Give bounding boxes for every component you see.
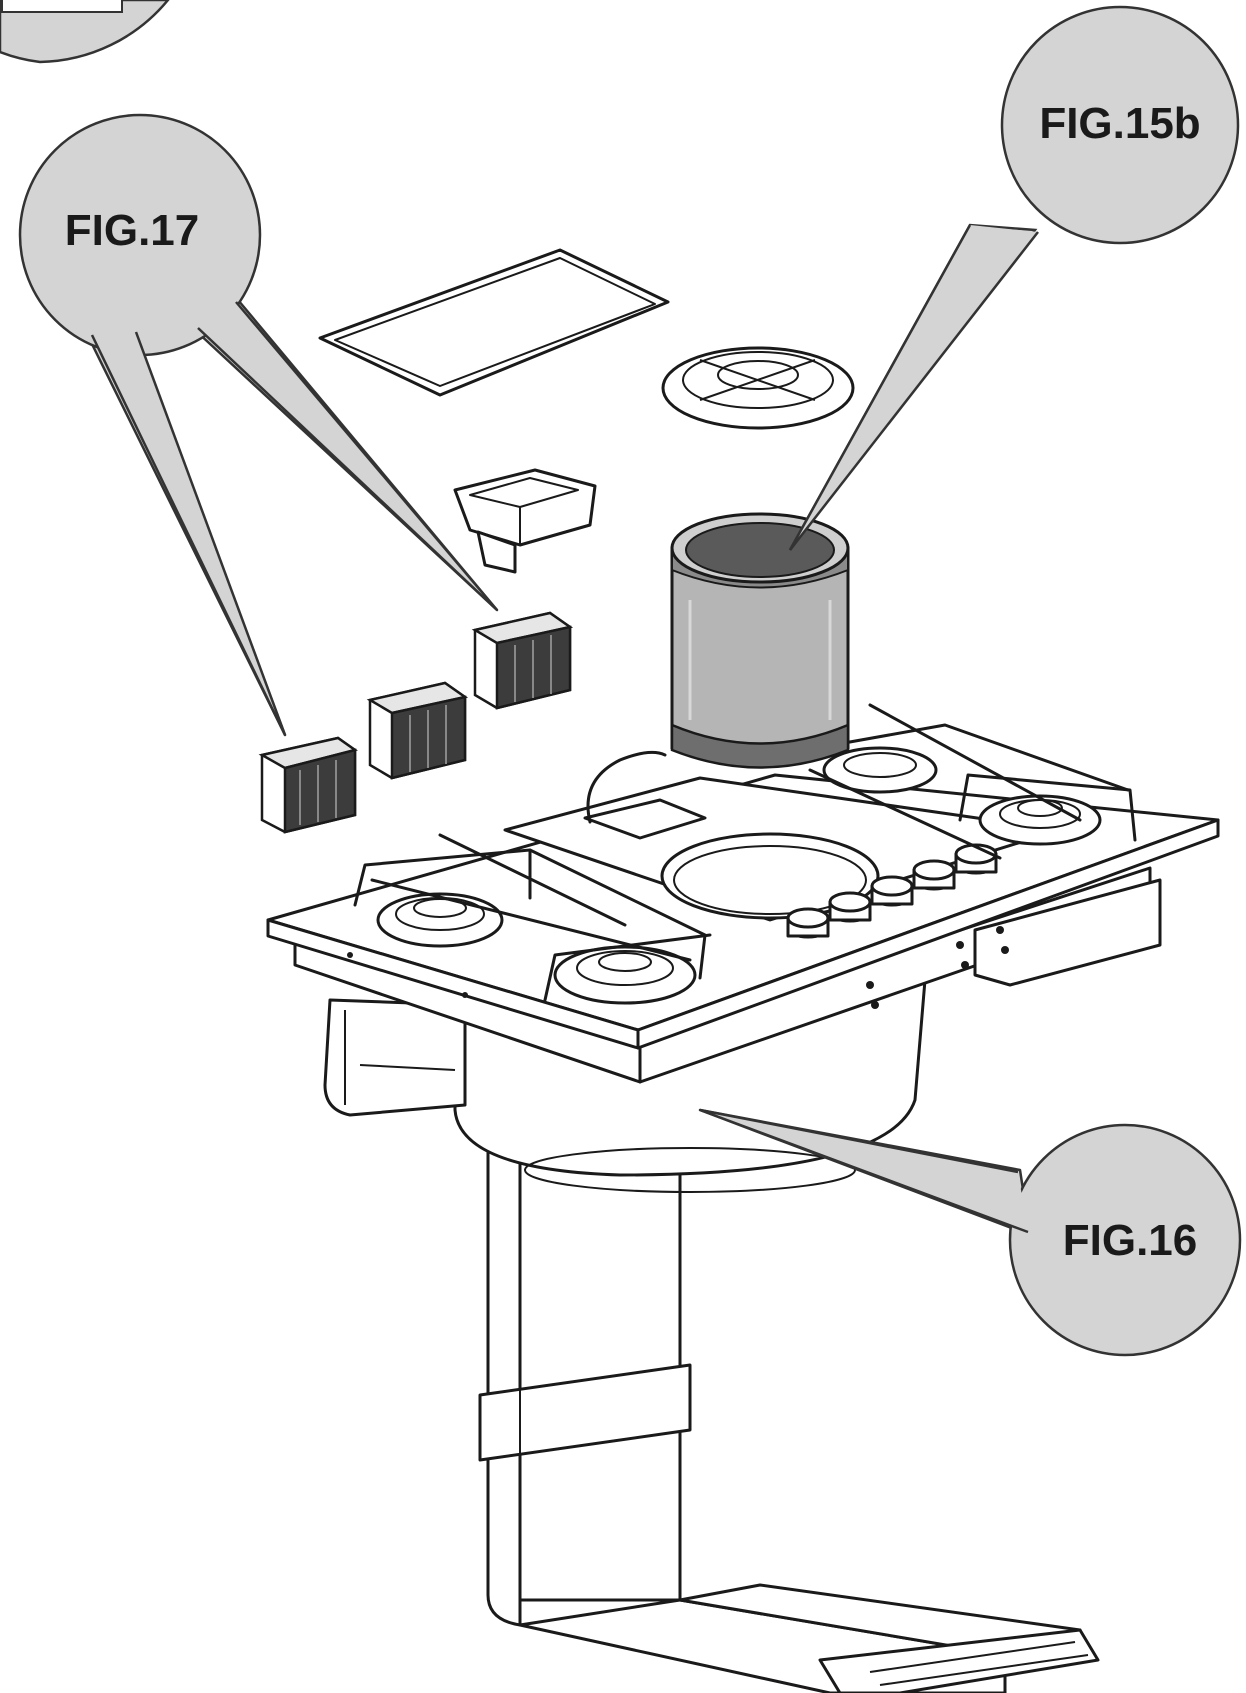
- callout-fig16: FIG.16: [698, 1108, 1242, 1357]
- charcoal-filters: [258, 611, 574, 834]
- fig15b-label: FIG.15b: [1039, 99, 1200, 148]
- glass-panel: [318, 248, 670, 397]
- filter-cube-left: [258, 736, 358, 834]
- filter-cube-middle: [366, 681, 469, 780]
- callout-fig15b: FIG.15b: [788, 5, 1240, 551]
- burners: [376, 746, 1102, 1005]
- hob: [266, 703, 1220, 1084]
- callout-fig17: FIG.17: [18, 113, 499, 737]
- corner-bubble: [0, 0, 170, 64]
- corner-icon: [1, 0, 123, 13]
- filter-cube-right: [471, 611, 574, 710]
- round-grille: [661, 346, 855, 430]
- duct-assembly: [478, 1118, 1100, 1693]
- control-knobs: [786, 843, 998, 939]
- pan-supports: [353, 703, 1137, 1002]
- fig17-label: FIG.17: [65, 206, 200, 255]
- filter-tray: [453, 468, 597, 574]
- grease-filter-cylinder: [670, 512, 850, 769]
- fig16-label: FIG.16: [1063, 1216, 1198, 1265]
